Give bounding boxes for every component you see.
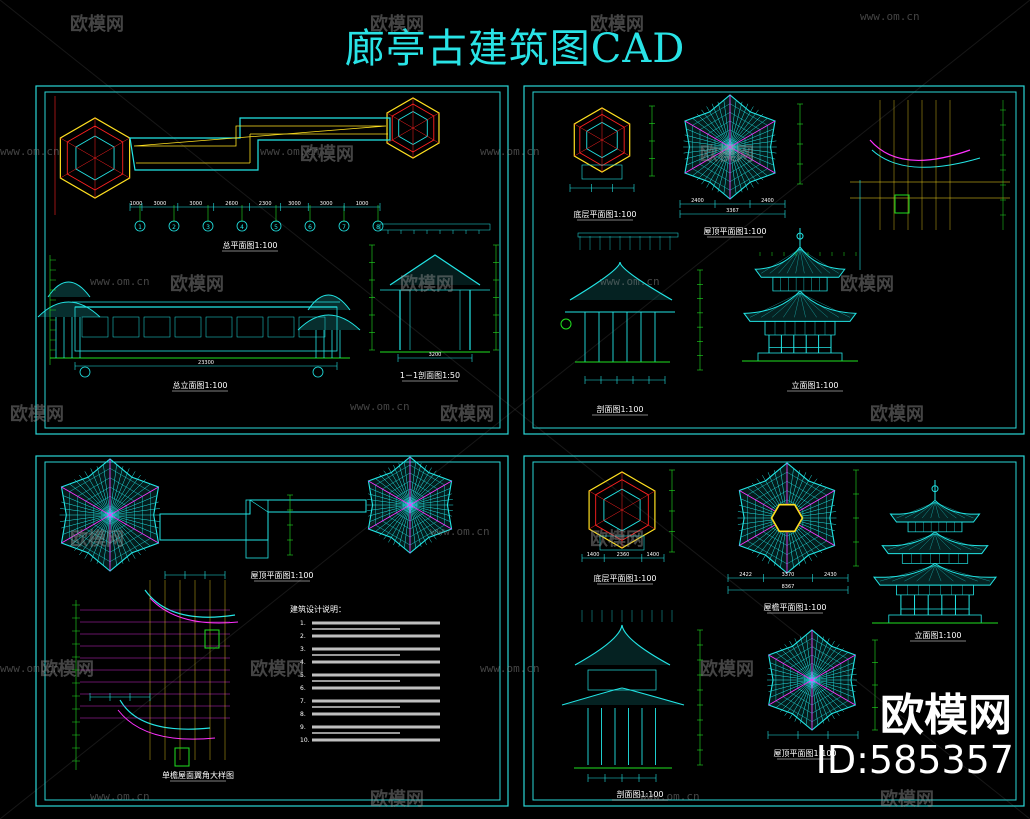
dimension-label: 3000 [154,201,167,207]
axis-label: 8 [376,224,380,231]
note-number: 9. [300,724,306,731]
axis-marker [236,220,248,232]
sheet-4-two-storey: 1400 2360 1400 底层平面图1:100 2422 3370 2430 8367 屋檐… [561,462,998,801]
sheet-frames [35,85,1025,807]
pavilion-elevation-icon [742,228,858,362]
note-number: 3. [300,646,306,653]
drawing-caption: 底层平面图1:100 [593,573,656,583]
note-number: 8. [300,711,306,718]
axis-label: 1 [138,224,142,231]
dimension-label: 2300 [259,201,272,207]
pavilion-elevation-icon [872,480,998,624]
note-number: 5. [300,672,306,679]
drawing-caption: 立面图1:100 [791,380,838,390]
sheet-3-roof: 屋顶平面图1:100 单檐屋面翼角大样图 建筑设计说明： 1. 2. 3. 4. 5. 6. 7.… [59,456,454,782]
dimension-label: 1000 [130,201,143,207]
roof-plan-icon [366,456,454,554]
eave-detail [850,100,1010,270]
axis-label: 2 [172,224,176,231]
axis-marker [168,220,180,232]
dimension-label: 2422 [739,572,752,578]
axis-label: 6 [308,224,312,231]
drawing-caption: 屋檐平面图1:100 [763,602,826,612]
dimension-label: 8367 [782,584,795,590]
axis-marker [270,220,282,232]
drawing-caption: 剖面图1:100 [596,404,643,414]
axis-marker [202,220,214,232]
note-number: 2. [300,633,306,640]
dimension-label: 1400 [647,552,660,558]
axis-label: 3 [206,224,210,231]
drawing-caption: 总立面图1:100 [172,380,227,390]
drawing-caption: 底层平面图1:100 [573,209,636,219]
dimension-label: 1400 [587,552,600,558]
drawing-title: 廊亭古建筑图CAD [344,26,686,72]
dimension-label: 3200 [429,352,442,358]
note-number: 10. [300,737,310,744]
dimension-label: 3370 [782,572,795,578]
dimension-label: 3000 [288,201,301,207]
note-number: 6. [300,685,306,692]
id-label: ID:585357 [815,738,1014,782]
axis-marker [312,366,324,378]
drawing-caption: 剖面图1:100 [616,789,663,799]
dimension-label: 3000 [189,201,202,207]
design-notes: 建筑设计说明： 1. 2. 3. 4. 5. 6. 7. 8. 9. 10. [290,604,440,744]
sheet-2-pavilion: 底层平面图1:100 2400 2400 3367 屋顶平面图1:100 剖面图1:100… [560,94,1010,416]
two-storey-section [561,610,703,769]
dimension-label: 2430 [824,572,837,578]
drawing-caption: 总平面图1:100 [222,240,277,250]
axis-label: 7 [342,224,346,231]
roof-plan-icon [59,458,161,572]
note-number: 4. [300,659,306,666]
drawing-caption: 1－1剖面图1:50 [400,370,460,380]
axis-label: 5 [274,224,278,231]
roof-plan-icon [767,629,857,731]
roof-plan-icon [737,462,837,574]
section-marker [560,318,572,330]
section-1-1 [369,223,499,353]
corridor-elevation [37,255,361,365]
dimension-label: 2400 [691,198,704,204]
dimension-label: 1000 [356,201,369,207]
drawing-caption: 立面图1:100 [914,630,961,640]
axis-marker [134,220,146,232]
dimension-label: 2400 [761,198,774,204]
note-number: 1. [300,620,306,627]
brand-logo: 欧模网 [880,690,1012,741]
dimension-label: 3000 [320,201,333,207]
roof-plan-icon [683,94,777,200]
drawing-caption: 屋顶平面图1:100 [703,227,766,236]
note-number: 7. [300,698,306,705]
dimension-label: 2360 [617,552,630,558]
dimension-label: 3367 [726,208,739,214]
axis-label: 4 [240,224,244,231]
axis-marker [372,220,384,232]
axis-marker [338,220,350,232]
axis-marker [79,366,91,378]
sheet-1-corridor: 1000 3000 3000 2600 2300 3000 3000 1000 1 2 3 4 5 6 7 8… [37,96,499,392]
pavilion-section [560,232,703,371]
drawing-caption: 屋顶平面图1:100 [773,749,836,758]
drawing-caption: 单檐屋面翼角大样图 [162,770,234,780]
wing-corner-detail [72,580,239,770]
dimension-label: 2600 [225,201,238,207]
drawing-caption: 屋顶平面图1:100 [250,571,313,580]
dimension-label: 23300 [198,360,214,366]
axis-marker [304,220,316,232]
notes-title: 建筑设计说明： [290,604,346,614]
